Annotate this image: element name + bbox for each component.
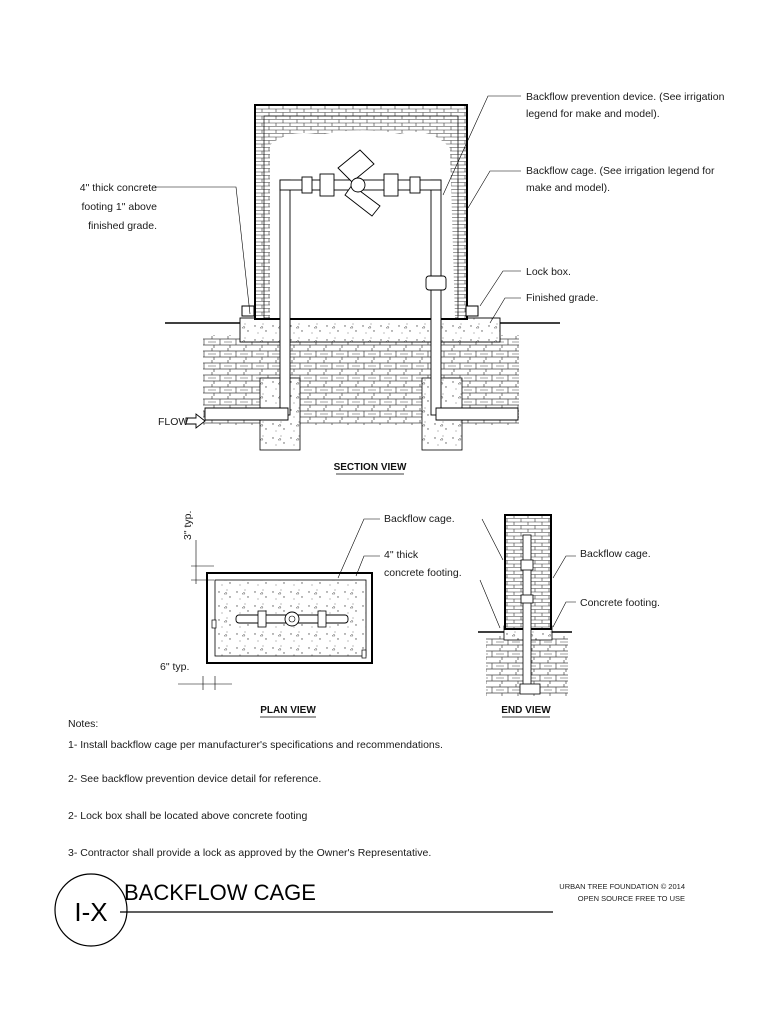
end-cage-callout: Backflow cage. xyxy=(580,548,651,560)
drawing-title: BACKFLOW CAGE xyxy=(124,880,316,905)
plan-footing-callout-1: 4" thick xyxy=(384,549,419,561)
end-view: Backflow cage. Concrete footing. END VIE… xyxy=(478,514,660,718)
lock-box-callout: Lock box. xyxy=(526,266,571,278)
footing-callout-1: 4" thick concrete xyxy=(80,182,157,194)
footing-callout-3: finished grade. xyxy=(88,220,157,232)
backflow-device-callout-1: Backflow prevention device. (See irrigat… xyxy=(526,91,725,103)
dim-vertical-label: 3" typ. xyxy=(182,511,194,540)
concrete-footing xyxy=(239,317,501,343)
sheet-id-circle xyxy=(54,873,128,947)
finished-grade-callout: Finished grade. xyxy=(526,292,598,304)
title-block: I-X BACKFLOW CAGE URBAN TREE FOUNDATION … xyxy=(54,873,685,947)
note-item: 2- Lock box shall be located above concr… xyxy=(68,810,307,822)
section-view-title: SECTION VIEW xyxy=(334,462,407,473)
backflow-device-callout-2: legend for make and model). xyxy=(526,108,660,120)
end-view-title: END VIEW xyxy=(501,705,551,716)
plan-view-title: PLAN VIEW xyxy=(260,705,316,716)
notes-heading: Notes: xyxy=(68,718,98,730)
end-footing-callout: Concrete footing. xyxy=(580,597,660,609)
flow-label: FLOW xyxy=(158,416,188,428)
dim-horizontal-label: 6" typ. xyxy=(160,661,189,673)
credit-line-1: URBAN TREE FOUNDATION © 2014 xyxy=(559,882,685,891)
section-view: FLOW 4" thick concrete footing 1" above … xyxy=(80,91,725,475)
cage-callout-1: Backflow cage. (See irrigation legend fo… xyxy=(526,165,715,177)
plan-view: 3" typ. 6" typ. Backflow cage. 4" thick … xyxy=(160,511,462,718)
note-item: 2- See backflow prevention device detail… xyxy=(68,773,321,785)
cage-callout-2: make and model). xyxy=(526,182,610,194)
footing-callout-2: footing 1" above xyxy=(81,201,157,213)
plan-cage-callout: Backflow cage. xyxy=(384,513,455,525)
notes: Notes: 1- Install backflow cage per manu… xyxy=(68,718,443,859)
sheet-id: I-X xyxy=(74,897,107,927)
backflow-device xyxy=(301,149,421,217)
note-item: 1- Install backflow cage per manufacture… xyxy=(68,739,443,751)
plan-footing-callout-2: concrete footing. xyxy=(384,567,462,579)
note-item: 3- Contractor shall provide a lock as ap… xyxy=(68,847,431,859)
credit-line-2: OPEN SOURCE FREE TO USE xyxy=(578,894,685,903)
